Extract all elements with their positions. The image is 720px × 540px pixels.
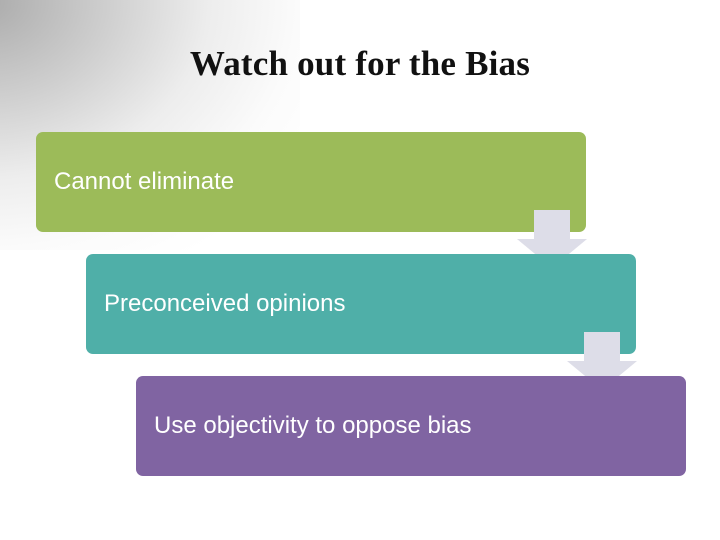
arrow-shaft: [534, 210, 570, 240]
process-step-1[interactable]: Cannot eliminate: [36, 132, 586, 232]
process-step-1-label: Cannot eliminate: [54, 167, 235, 195]
process-step-2[interactable]: Preconceived opinions: [86, 254, 636, 354]
process-step-3-label: Use objectivity to oppose bias: [154, 411, 472, 439]
arrow-shaft: [584, 332, 620, 362]
process-step-2-label: Preconceived opinions: [104, 289, 346, 317]
down-arrow-icon-2: [567, 332, 637, 390]
process-step-3[interactable]: Use objectivity to oppose bias: [136, 376, 686, 476]
page-title: Watch out for the Bias: [189, 44, 531, 83]
